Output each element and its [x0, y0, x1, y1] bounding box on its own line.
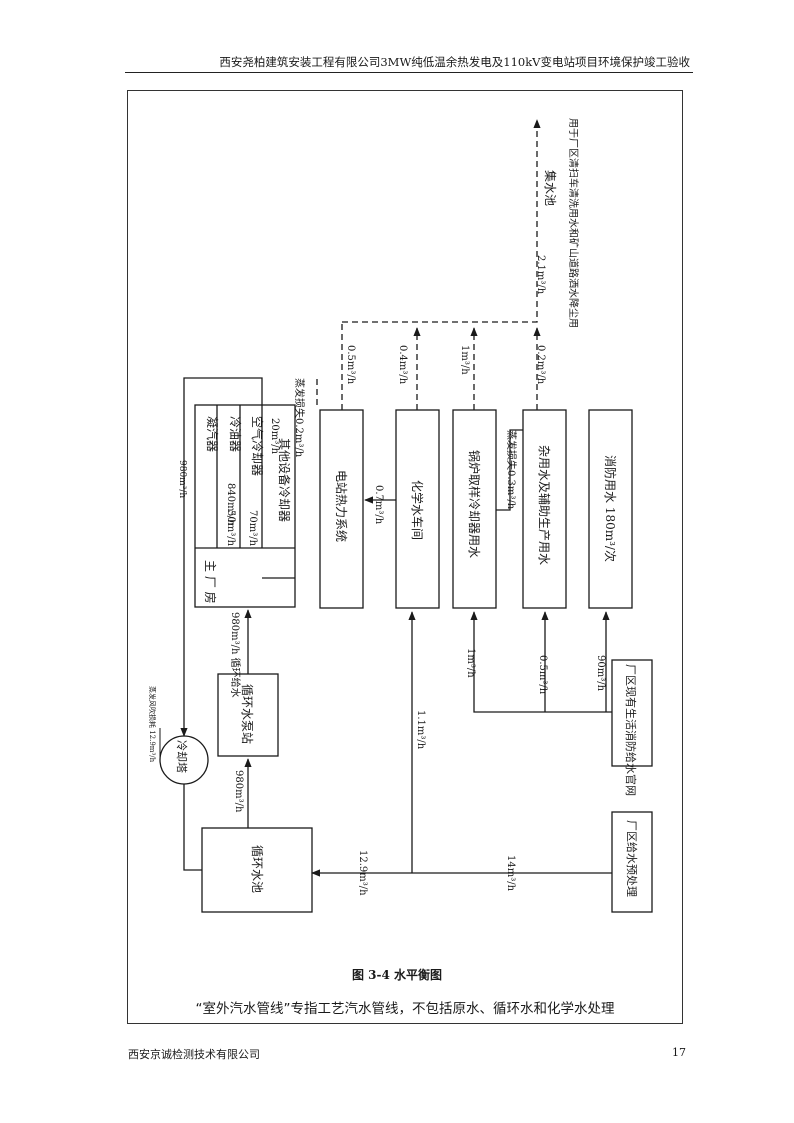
flow-pool-in: 12.9m³/h [357, 850, 368, 896]
figure-frame [127, 90, 683, 1024]
flow-tower-in: 980m³/h [233, 770, 244, 813]
flow-power-out: 0.5m³/h [345, 345, 356, 385]
flow-chem-in: 1.1m³/h [415, 710, 426, 750]
flow-evap-sampling: 蒸发损失0.3m³/h [505, 430, 518, 510]
flow-chem-out: 0.4m³/h [397, 345, 408, 385]
flow-oil-cooler-val: 50m³/h [225, 510, 236, 547]
pretreat-label: 厂区给水预处理 [625, 820, 638, 897]
domestic-net-box [611, 659, 653, 767]
flow-tower-loss: 蒸发风吹损耗 12.9m³/h [148, 686, 157, 763]
page-number: 17 [672, 1046, 686, 1059]
domestic-net-label: 厂区现有生活消防给水官网 [624, 664, 638, 796]
condenser-label: 凝汽器 [205, 416, 220, 452]
flow-circ-supply: 980m³/h 循环给水 [229, 612, 242, 698]
flow-main-return: 980m³/h [177, 460, 187, 498]
pretreat-box [611, 811, 653, 913]
misc-water-box [522, 409, 567, 609]
figure-note: “室外汽水管线”专指工艺汽水管线，不包括原水、循环水和化学水处理 [195, 1001, 615, 1017]
flow-misc-in: 0.5m³/h [537, 655, 548, 695]
main-plant-label: 主 厂 房 [203, 560, 218, 604]
boiler-sampling-label: 锅炉取样冷却器用水 [467, 450, 482, 558]
footer-company: 西安京诚检测技术有限公司 [128, 1048, 260, 1061]
flow-condenser-val: 840m³/h [225, 483, 236, 526]
air-cooler-label: 空气冷却器 [250, 416, 265, 476]
circ-pool-label: 循环水池 [250, 845, 264, 893]
flow-fire-in: 90m³/h [595, 655, 606, 692]
fire-water-label: 消防用水 180m³/次 [603, 455, 618, 562]
misc-water-label: 杂用水及辅助生产用水 [537, 445, 551, 565]
circ-pump-label: 循环水泵站 [240, 684, 254, 744]
flow-other-cooling-val: 20m³/h [269, 418, 280, 455]
flow-chem-to-power: 0.7m³/h [373, 485, 384, 525]
flow-boiler-out: 1m³/h [459, 345, 470, 375]
oil-cooler-label: 冷油器 [228, 416, 242, 452]
collect-pool-label: 集水池 [543, 170, 558, 206]
flow-misc-out: 0.2m³/h [535, 345, 546, 385]
main-plant-box [194, 404, 296, 608]
header-rule [125, 72, 693, 73]
flow-collect: 2.1m³/h [535, 255, 546, 295]
page-header: 西安尧柏建筑安装工程有限公司3MW纯低温余热发电及110kV变电站项目环境保护竣… [219, 55, 690, 69]
chem-water-label: 化学水车间 [410, 480, 425, 540]
flow-evap-main: 蒸发损失0.2m³/h [293, 378, 306, 458]
fire-water-box [588, 409, 633, 609]
cooling-tower-label: 冷却塔 [175, 740, 188, 773]
reuse-note-label: 用于厂区清扫车清洗用水和矿山道路洒水降尘用 [567, 118, 580, 328]
figure-caption: 图 3-4 水平衡图 [351, 968, 443, 982]
flow-air-cooler-val: 70m³/h [247, 510, 258, 547]
flow-pretreat-out: 14m³/h [505, 855, 516, 892]
power-system-label: 电站热力系统 [334, 470, 348, 542]
other-cooling-label: 其他设备冷却器 [277, 438, 291, 522]
flow-boiler-in: 1m³/h [465, 648, 476, 678]
